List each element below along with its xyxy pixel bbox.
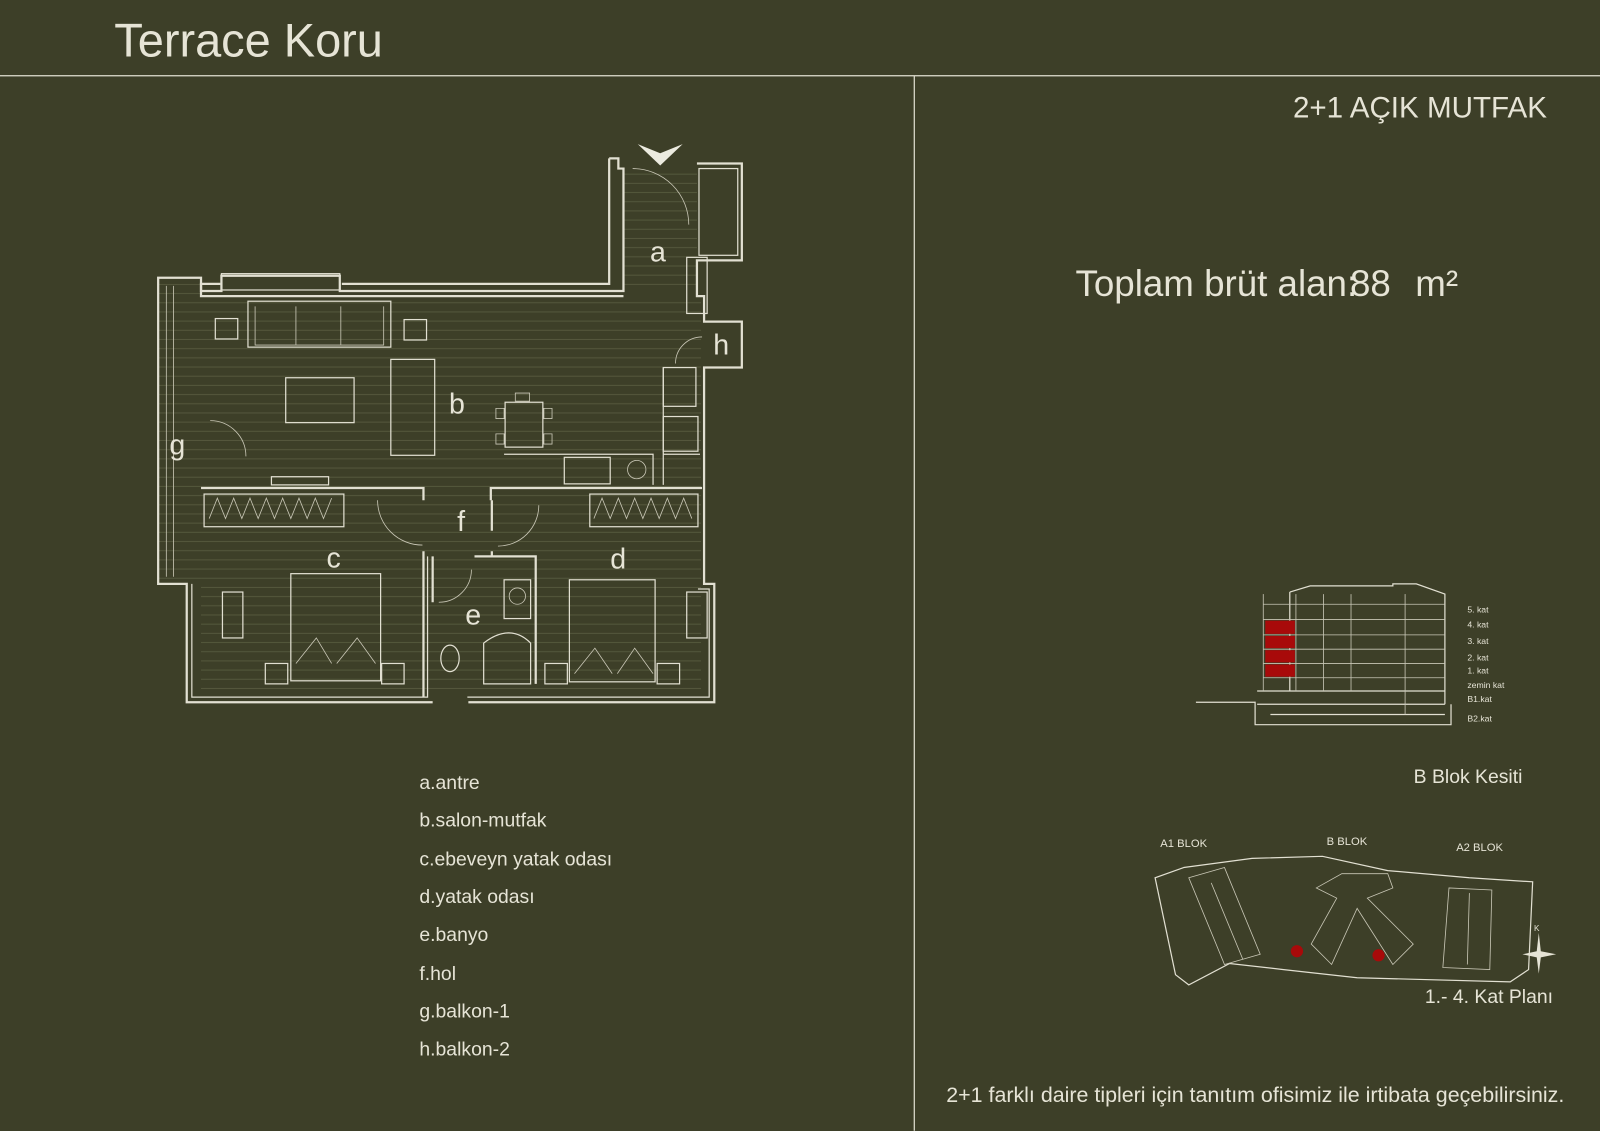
building-section: 5. kat 4. kat 3. kat 2. kat 1. kat zemin… bbox=[1195, 583, 1523, 788]
legend-item: a.antre bbox=[419, 772, 479, 794]
entrance-arrow-icon bbox=[637, 144, 683, 166]
floor-label: B1.kat bbox=[1467, 694, 1492, 704]
north-label: K bbox=[1534, 924, 1540, 933]
legend-item: g.balkon-1 bbox=[419, 1001, 509, 1023]
legend-item: f.hol bbox=[419, 963, 456, 985]
area-value: 88 bbox=[1350, 263, 1391, 304]
unit-location-marker bbox=[1372, 949, 1385, 962]
site-plan-title: 1.- 4. Kat Planı bbox=[1425, 986, 1553, 1008]
legend-item: b.salon-mutfak bbox=[419, 810, 546, 832]
floor-label: 2. kat bbox=[1467, 652, 1489, 662]
area-label: Toplam brüt alan: bbox=[1076, 263, 1358, 304]
room-label-d: d bbox=[610, 544, 626, 576]
block-label-b: B BLOK bbox=[1327, 836, 1368, 848]
room-label-e: e bbox=[465, 600, 481, 632]
floor-label: 1. kat bbox=[1467, 666, 1489, 676]
site-plan: A1 BLOK B BLOK A2 BLOK K 1.- 4. Kat Plan… bbox=[1154, 836, 1557, 1008]
legend-item: e.banyo bbox=[419, 924, 488, 946]
block-label-a1: A1 BLOK bbox=[1160, 838, 1207, 850]
floor-label: 5. kat bbox=[1467, 604, 1489, 614]
unit-type: 2+1 AÇIK MUTFAK bbox=[1293, 92, 1547, 125]
room-legend: a.antre b.salon-mutfak c.ebeveyn yatak o… bbox=[419, 772, 612, 1060]
total-area: Toplam brüt alan: 88 m² bbox=[1076, 263, 1459, 304]
highlight-floor-1 bbox=[1265, 664, 1295, 677]
legend-item: d.yatak odası bbox=[419, 886, 534, 908]
unit-location-marker bbox=[1290, 945, 1304, 958]
page-title: Terrace Koru bbox=[114, 14, 383, 66]
footer-note: 2+1 farklı daire tipleri için tanıtım of… bbox=[946, 1083, 1564, 1107]
block-label-a2: A2 BLOK bbox=[1456, 842, 1503, 854]
section-title: B Blok Kesiti bbox=[1414, 766, 1523, 788]
floor-label: zemin kat bbox=[1467, 680, 1505, 690]
floor-plan: a b c d e f g h bbox=[157, 144, 743, 704]
highlight-floor-2 bbox=[1265, 650, 1295, 663]
floor-label: B2.kat bbox=[1467, 714, 1492, 724]
room-label-a: a bbox=[650, 236, 666, 268]
room-label-f: f bbox=[457, 506, 465, 538]
area-unit: m² bbox=[1415, 263, 1458, 304]
highlight-floor-3 bbox=[1265, 635, 1295, 649]
legend-item: c.ebeveyn yatak odası bbox=[419, 848, 612, 870]
highlight-floor-4 bbox=[1265, 620, 1295, 634]
room-label-b: b bbox=[449, 388, 465, 420]
floor-label: 3. kat bbox=[1467, 636, 1489, 646]
legend-item: h.balkon-2 bbox=[419, 1038, 509, 1060]
floor-label: 4. kat bbox=[1467, 620, 1489, 630]
room-label-c: c bbox=[327, 543, 341, 575]
room-label-g: g bbox=[169, 429, 185, 461]
north-arrow-icon: K bbox=[1522, 924, 1557, 974]
room-label-h: h bbox=[713, 329, 729, 361]
